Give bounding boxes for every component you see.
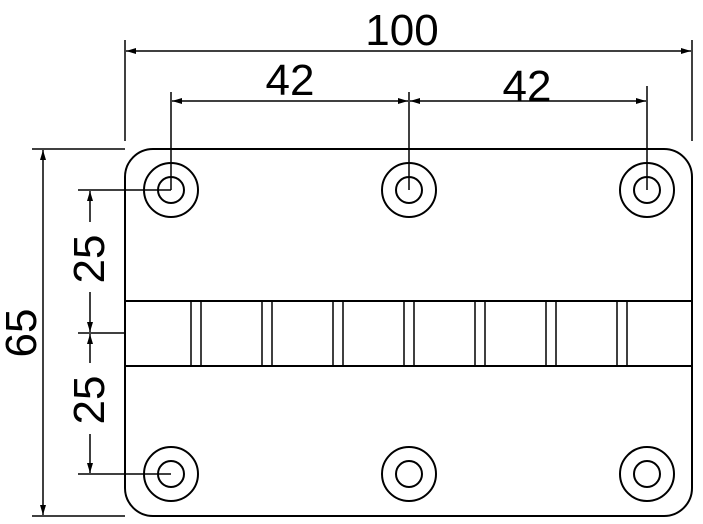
hole-countersink: [381, 446, 437, 502]
hinge-knuckle-band: [125, 300, 692, 367]
overall-width-label: 100: [365, 6, 438, 55]
dimension-hole-offsets: 25 25: [65, 189, 171, 475]
mounting-hole-bottom-center: [381, 446, 437, 502]
mounting-holes: [143, 162, 675, 502]
dimension-overall-height: 65: [0, 148, 125, 517]
hole-spacing-right-label: 42: [503, 62, 552, 111]
hole-offset-top-label: 25: [65, 235, 114, 284]
dimension-hole-spacing: 42 42: [170, 56, 648, 190]
hole-countersink: [619, 446, 675, 502]
knuckle-separators: [190, 301, 628, 366]
hole-spacing-left-label: 42: [266, 56, 315, 105]
mounting-hole-bottom-right: [619, 446, 675, 502]
hole-offset-bottom-label: 25: [65, 376, 114, 425]
hole-bore: [395, 460, 423, 488]
hole-bore: [633, 460, 661, 488]
dimension-overall-width: 100: [124, 6, 693, 141]
overall-height-label: 65: [0, 309, 46, 358]
